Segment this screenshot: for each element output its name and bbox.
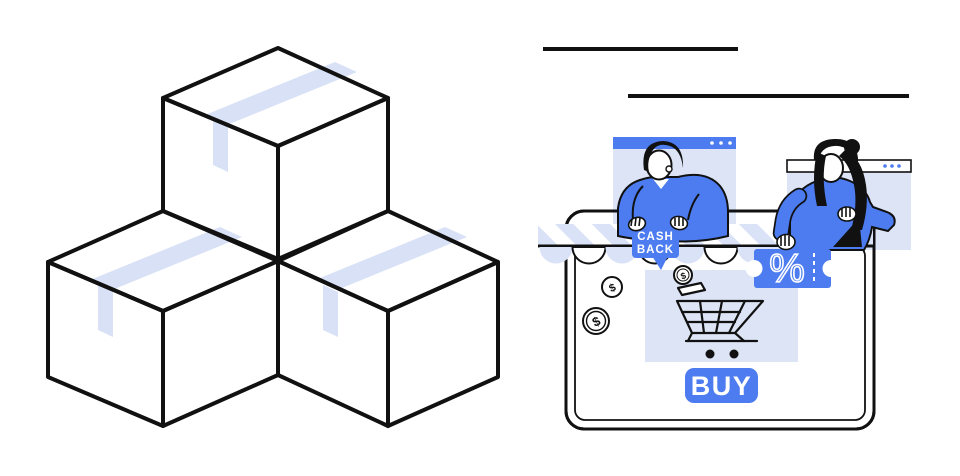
- ticket-notch-left: [745, 260, 763, 277]
- cart-wheel: [705, 349, 715, 359]
- tablet-corner-fold: [833, 218, 862, 247]
- woman-hair-front-strand: [814, 152, 827, 206]
- stacked-boxes-illustration: [46, 46, 500, 428]
- buy-button-label: BUY: [691, 371, 753, 401]
- woman-right-hand: [837, 206, 857, 222]
- discount-ticket: %: [745, 233, 840, 292]
- man-ear: [665, 165, 673, 173]
- shopping-cart-icon: [675, 281, 765, 359]
- man-hands: [627, 215, 689, 232]
- woman-hair-ponytail: [839, 150, 867, 230]
- box-tape-strips: [90, 62, 467, 337]
- cashback-label-line1: CASH: [637, 231, 674, 243]
- cashback-label-line2: BACK: [637, 244, 674, 256]
- cashback-badge-box: [632, 227, 679, 258]
- ticket-notch-right: [822, 260, 840, 277]
- buy-button: BUY: [685, 368, 758, 403]
- cashback-badge-tail: [652, 256, 668, 270]
- dollar-coins: $ $ $: [582, 265, 693, 335]
- ticket-body: [754, 249, 831, 288]
- man-collar: [653, 179, 669, 189]
- dollar-coin-small: $: [673, 265, 693, 285]
- dollar-coin-medium: $: [601, 276, 623, 298]
- cart-wheel: [729, 349, 739, 359]
- percent-symbol: %: [769, 247, 805, 291]
- shopping-scene: BUY $ $ $: [538, 47, 912, 431]
- dollar-coin-large: $: [582, 307, 610, 335]
- dollar-symbol: $: [607, 282, 618, 295]
- dollar-symbol: $: [679, 270, 687, 281]
- man-hair: [643, 141, 684, 172]
- cart-item: [676, 281, 707, 297]
- man-right-arm-line: [687, 193, 700, 221]
- box-outlines: [46, 46, 500, 428]
- man-left-arm-line: [631, 185, 644, 221]
- browser-window-left-header: [613, 137, 736, 149]
- cashback-badge: CASH BACK: [627, 215, 689, 270]
- woman-left-hand: [776, 233, 796, 251]
- woman-left-arm: [774, 189, 806, 240]
- browser-window-right-dots-icon: [883, 164, 901, 168]
- browser-window-left-dots-icon: [710, 141, 732, 145]
- woman-hair-bun: [844, 139, 860, 155]
